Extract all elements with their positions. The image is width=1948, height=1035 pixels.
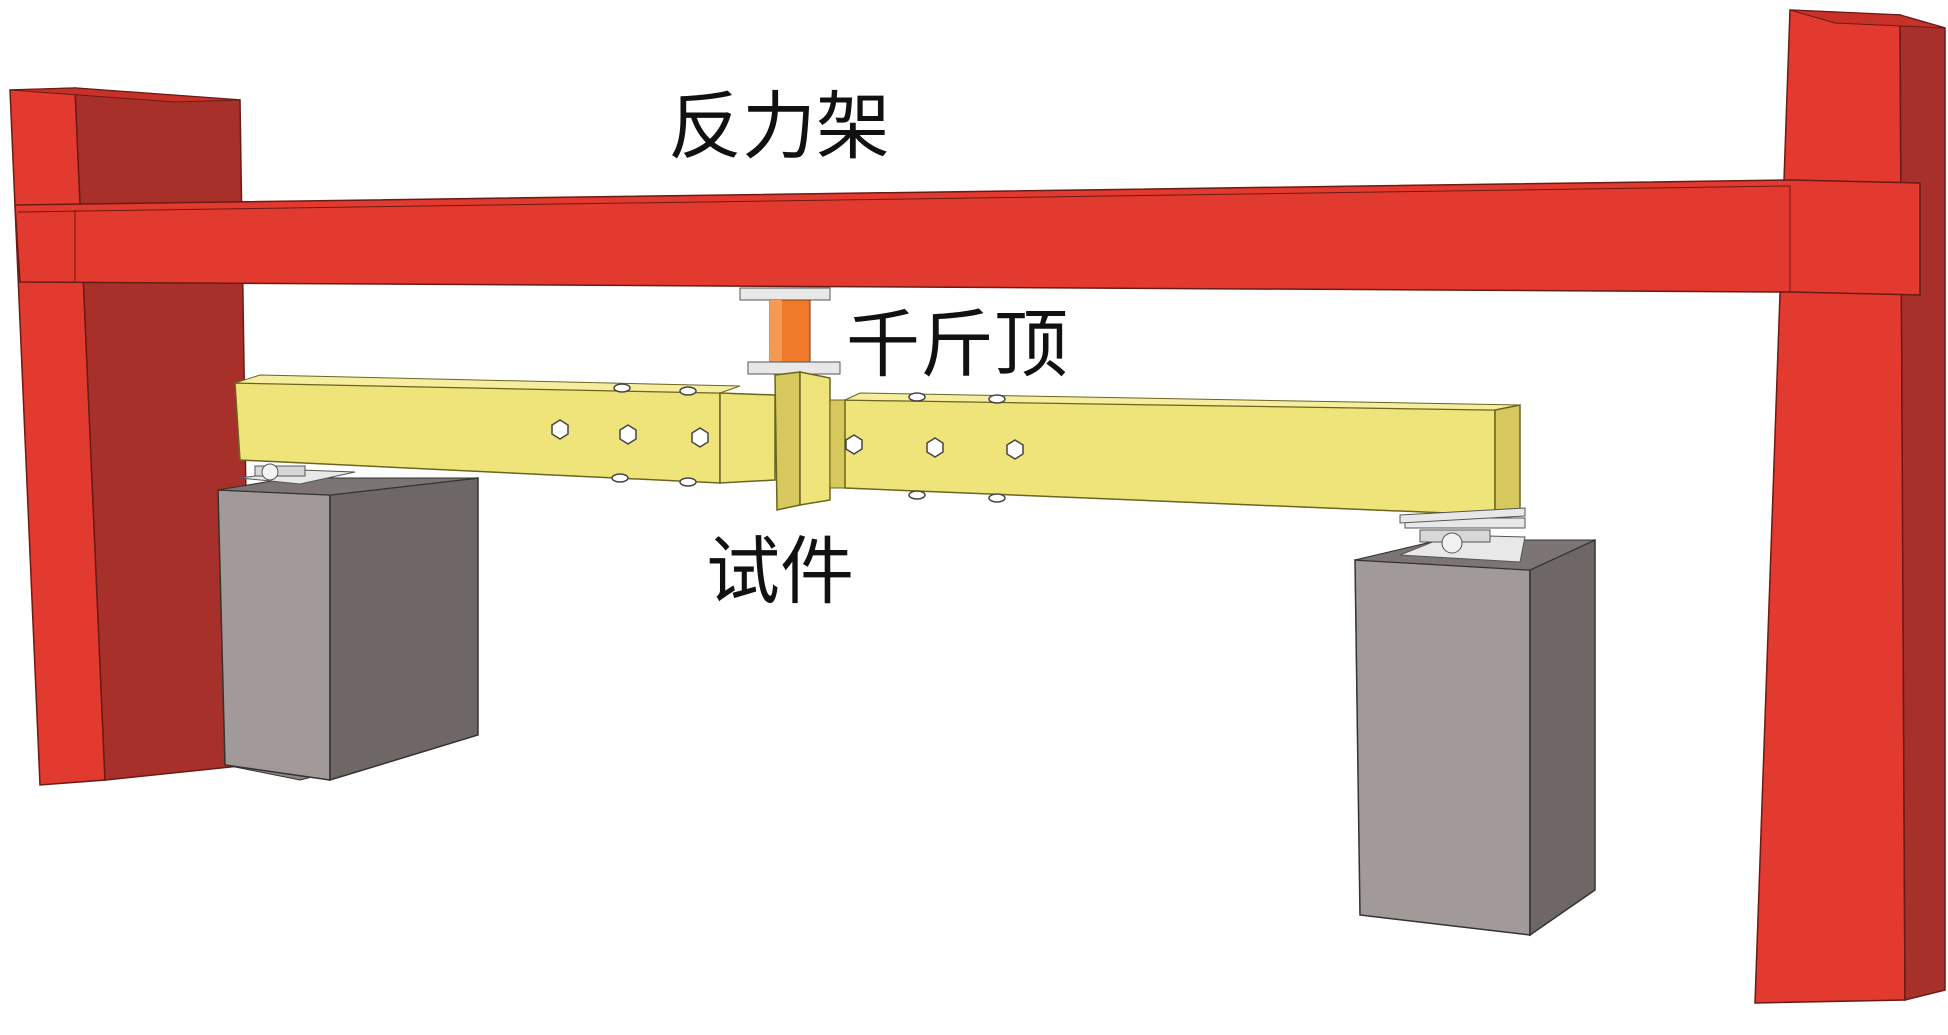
top-beam [14,179,1921,296]
right-column [1754,9,1946,1004]
right-support-block [1354,517,1596,937]
left-column [9,87,251,786]
jack [739,287,841,375]
bolts-right [845,392,1024,503]
left-support-block [217,463,479,782]
bolts-left [551,383,709,487]
label-reaction-frame: 反力架 [668,84,890,170]
specimen-beam [234,371,1526,524]
label-jack: 千斤顶 [846,302,1068,388]
label-specimen: 试件 [706,529,854,615]
